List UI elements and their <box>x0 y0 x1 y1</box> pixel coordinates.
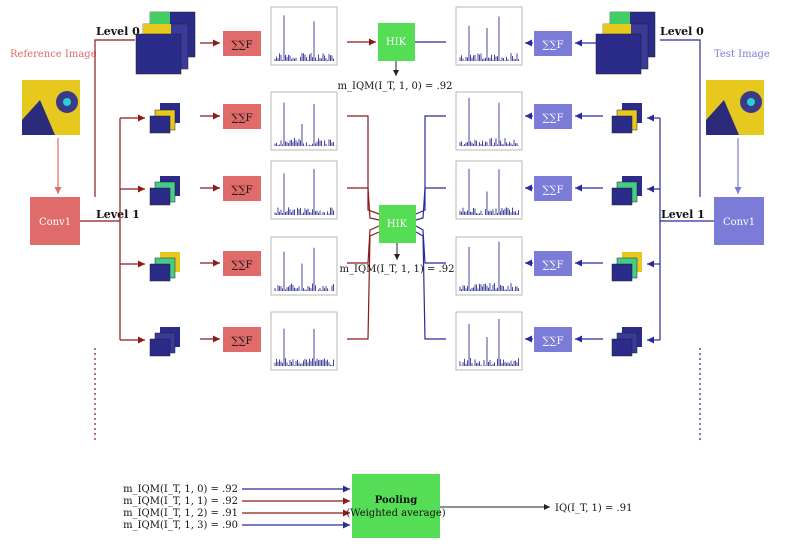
conv1-left-label: Conv1 <box>39 217 71 228</box>
right-lines-from-hik <box>415 41 446 340</box>
sum-box-right-1: ∑∑F <box>534 104 572 129</box>
right-arrows-to-histogram <box>525 39 533 343</box>
pooling-input-arrows <box>242 485 350 529</box>
pooling-sub-label: (Weighted average) <box>346 508 445 519</box>
iq-result-label: IQ(I_T, 1) = .91 <box>555 503 632 514</box>
m-iqm-level1-label: m_IQM(I_T, 1, 1) = .92 <box>340 264 455 275</box>
sum-label: ∑∑F <box>231 260 252 271</box>
sum-label: ∑∑F <box>542 113 563 124</box>
conv1-left-box: Conv1 <box>30 197 80 245</box>
histogram-left-0 <box>270 6 338 66</box>
sum-box-right-4: ∑∑F <box>534 327 572 352</box>
pooling-input-2: m_IQM(I_T, 1, 2) = .91 <box>123 508 238 519</box>
pooling-input-0: m_IQM(I_T, 1, 0) = .92 <box>123 484 238 495</box>
test-image-label: Test Image <box>714 49 770 60</box>
sum-label: ∑∑F <box>231 185 252 196</box>
sum-box-left-3: ∑∑F <box>223 251 261 276</box>
histogram-left-4 <box>270 311 338 371</box>
sum-label: ∑∑F <box>542 40 563 51</box>
level1-right-label: Level 1 <box>661 208 705 221</box>
sum-box-left-0: ∑∑F <box>223 31 261 56</box>
histogram-right-2 <box>455 160 523 220</box>
feature-map-stack-right-3 <box>611 252 642 282</box>
pooling-inputs: m_IQM(I_T, 1, 0) = .92 m_IQM(I_T, 1, 1) … <box>123 484 238 531</box>
histogram-right-0 <box>455 6 523 66</box>
pooling-box: Pooling (Weighted average) <box>346 474 446 538</box>
feature-map-stack-right-1 <box>611 103 642 134</box>
sum-box-left-4: ∑∑F <box>223 327 261 352</box>
feature-map-stack-right-2 <box>611 176 642 206</box>
pooling-input-1: m_IQM(I_T, 1, 1) = .92 <box>123 496 238 507</box>
hik-box-level1: HIK <box>379 205 416 243</box>
pooling-label: Pooling <box>375 495 417 506</box>
histogram-left-1 <box>270 91 338 151</box>
sum-label: ∑∑F <box>231 336 252 347</box>
level0-right-label: Level 0 <box>660 25 704 38</box>
histogram-right-1 <box>455 91 523 151</box>
feature-map-stack-left-1 <box>149 103 180 134</box>
test-image-thumbnail <box>706 80 764 135</box>
m-iqm-level0-label: m_IQM(I_T, 1, 0) = .92 <box>338 81 453 92</box>
sum-label: ∑∑F <box>542 336 563 347</box>
feature-map-stack-left-2 <box>149 176 180 206</box>
sum-label: ∑∑F <box>542 185 563 196</box>
level1-left-label: Level 1 <box>96 208 140 221</box>
histogram-left-2 <box>270 160 338 220</box>
feature-map-stack-right-4 <box>611 327 642 357</box>
histogram-right-3 <box>455 236 523 296</box>
sum-label: ∑∑F <box>231 40 252 51</box>
feature-map-stack-left-level0 <box>135 11 196 75</box>
sum-label: ∑∑F <box>542 260 563 271</box>
histogram-left-3 <box>270 236 338 296</box>
left-trunk-lines <box>80 39 145 440</box>
sum-label: ∑∑F <box>231 113 252 124</box>
reference-image-thumbnail <box>22 80 80 135</box>
feature-map-stack-left-4 <box>149 327 180 357</box>
conv1-right-label: Conv1 <box>723 217 755 228</box>
sum-box-right-3: ∑∑F <box>534 251 572 276</box>
hik-box-level0: HIK <box>378 23 415 61</box>
pooling-input-3: m_IQM(I_T, 1, 3) = .90 <box>123 520 238 531</box>
right-arrows-to-sum <box>575 39 603 343</box>
conv1-right-box: Conv1 <box>714 197 764 245</box>
level0-left-label: Level 0 <box>96 25 140 38</box>
sum-box-right-2: ∑∑F <box>534 176 572 201</box>
feature-map-stack-right-level0 <box>595 11 656 75</box>
left-arrows-to-sum <box>200 39 220 343</box>
sum-box-left-1: ∑∑F <box>223 104 261 129</box>
hik-label: HIK <box>386 37 407 48</box>
right-trunk-lines <box>647 39 714 440</box>
left-lines-to-hik <box>347 38 380 340</box>
sum-box-right-0: ∑∑F <box>534 31 572 56</box>
sum-box-left-2: ∑∑F <box>223 176 261 201</box>
feature-map-stack-left-3 <box>149 252 180 282</box>
reference-image-label: Reference Image <box>10 49 97 60</box>
hik-label: HIK <box>387 219 408 230</box>
histogram-right-4 <box>455 311 523 371</box>
